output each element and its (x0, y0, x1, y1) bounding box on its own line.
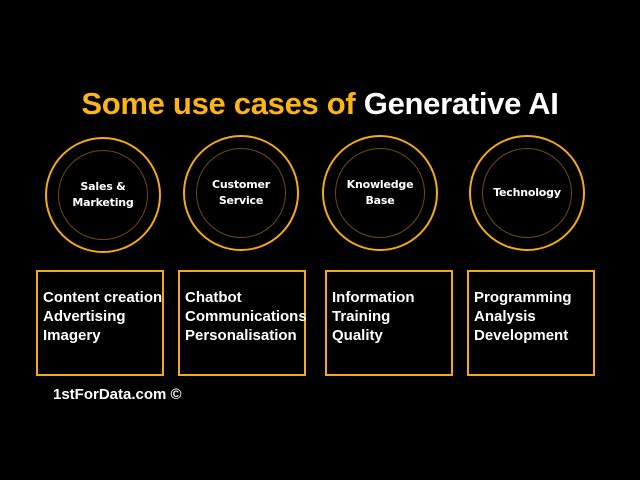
use-case-box-sales-marketing: Content creation Advertising Imagery (36, 270, 164, 376)
inner-ring: Technology (482, 148, 572, 238)
category-label: Sales & Marketing (72, 180, 134, 209)
use-case-item: Analysis (474, 308, 536, 325)
use-case-item: Quality (332, 327, 383, 344)
inner-ring: Sales & Marketing (58, 150, 148, 240)
use-case-item: Programming (474, 289, 572, 306)
use-case-item: Personalisation (185, 327, 297, 344)
page-title: Some use cases of Generative AI (0, 84, 640, 124)
category-circle-sales-marketing: Sales & Marketing (45, 137, 161, 253)
use-case-item: Advertising (43, 308, 126, 325)
category-label: Knowledge Base (346, 178, 414, 207)
inner-ring: Customer Service (196, 148, 286, 238)
title-rest: Generative AI (363, 86, 559, 121)
category-label: Customer Service (211, 178, 270, 207)
use-case-item: Chatbot (185, 289, 242, 306)
category-circle-technology: Technology (469, 135, 585, 251)
use-case-item: Content creation (43, 289, 163, 306)
category-circle-customer-service: Customer Service (183, 135, 299, 251)
copyright-footer: 1stForData.com © (53, 386, 182, 403)
title-highlight: Some use cases of (81, 86, 364, 121)
inner-ring: Knowledge Base (335, 148, 425, 238)
use-case-item: Training (332, 308, 391, 325)
use-case-item: Information (332, 289, 415, 306)
use-case-item: Development (474, 327, 569, 344)
use-case-box-technology: Programming Analysis Development (467, 270, 595, 376)
category-circle-knowledge-base: Knowledge Base (322, 135, 438, 251)
use-case-item: Communications (185, 308, 307, 325)
use-case-item: Imagery (43, 327, 101, 344)
use-case-box-knowledge-base: Information Training Quality (325, 270, 453, 376)
use-case-box-customer-service: Chatbot Communications Personalisation (178, 270, 307, 376)
category-label: Technology (493, 186, 561, 199)
